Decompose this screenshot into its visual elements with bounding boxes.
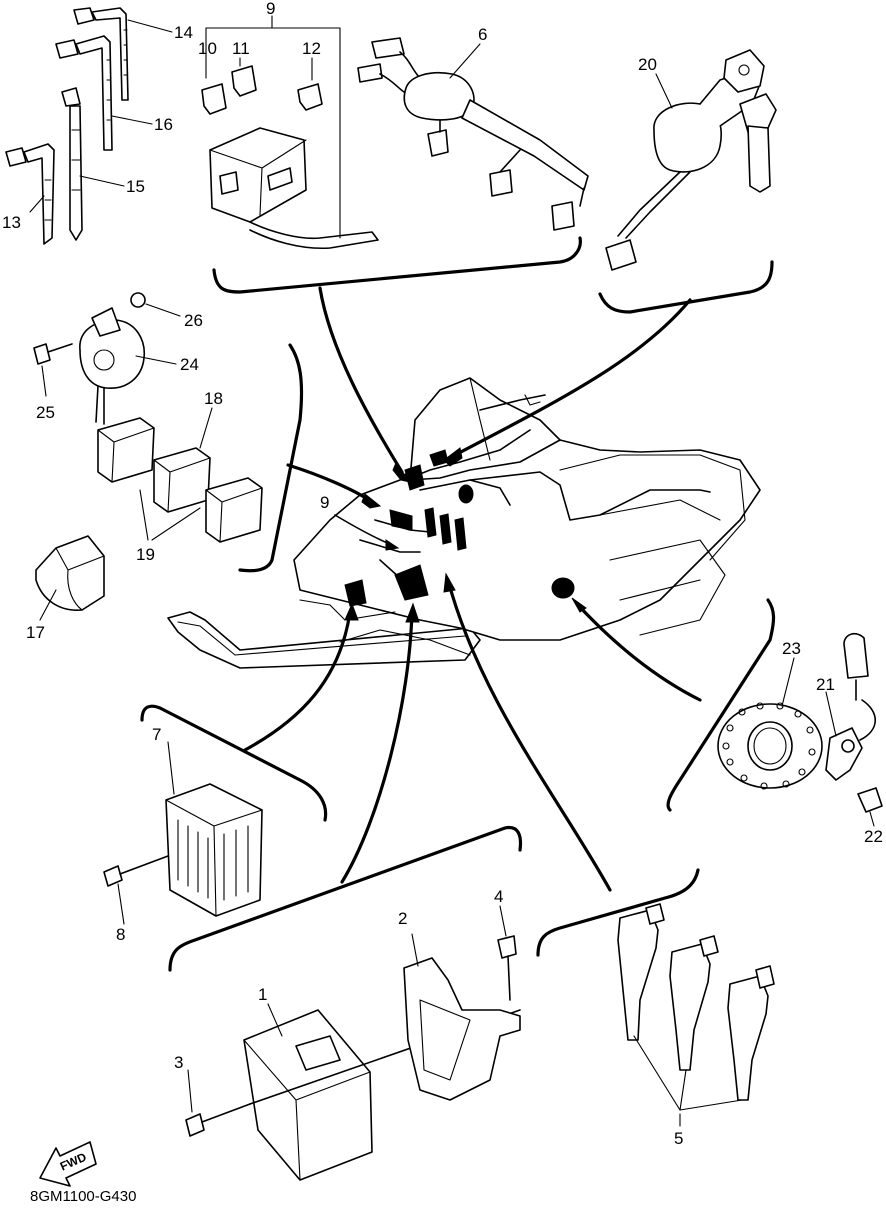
callout-26: 26 bbox=[184, 311, 203, 330]
cdi-unit bbox=[185, 1009, 521, 1181]
ignition-coils bbox=[617, 903, 775, 1111]
callout-leaders bbox=[29, 19, 875, 1127]
callout-15: 15 bbox=[126, 177, 145, 196]
callout-labels: 1 2 3 4 5 6 7 8 9 9 10 11 12 13 14 15 16… bbox=[2, 0, 883, 1148]
callout-24: 24 bbox=[180, 355, 199, 374]
callout-20: 20 bbox=[638, 55, 657, 74]
sensor-relay bbox=[33, 292, 146, 425]
fuse-box bbox=[201, 15, 379, 250]
callout-16: 16 bbox=[154, 115, 173, 134]
sensor-harness bbox=[357, 37, 589, 231]
callout-2: 2 bbox=[398, 909, 407, 928]
callout-14: 14 bbox=[174, 23, 193, 42]
callout-1: 1 bbox=[258, 985, 267, 1004]
callout-25: 25 bbox=[36, 403, 55, 422]
callout-18: 18 bbox=[204, 389, 223, 408]
callout-17: 17 bbox=[26, 623, 45, 642]
callout-8: 8 bbox=[116, 925, 125, 944]
drawing-code: 8GM1100-G430 bbox=[30, 1188, 136, 1205]
cdi-bracket bbox=[403, 935, 521, 1101]
rectifier-regulator bbox=[103, 783, 263, 917]
cable-ties bbox=[5, 7, 129, 245]
callout-10: 10 bbox=[198, 39, 217, 58]
callout-7: 7 bbox=[152, 725, 161, 744]
main-switch bbox=[605, 49, 777, 271]
leader-lines bbox=[243, 286, 702, 892]
fwd-arrow-icon: FWD bbox=[39, 1141, 97, 1187]
relays bbox=[97, 417, 263, 543]
clamp bbox=[35, 535, 105, 611]
callout-21: 21 bbox=[816, 675, 835, 694]
callout-3: 3 bbox=[174, 1053, 183, 1072]
callout-12: 12 bbox=[302, 39, 321, 58]
group-brackets bbox=[140, 236, 776, 972]
callout-9-body: 9 bbox=[320, 493, 329, 512]
callout-4: 4 bbox=[494, 887, 503, 906]
callout-13: 13 bbox=[2, 213, 21, 232]
callout-23: 23 bbox=[782, 639, 801, 658]
callout-19: 19 bbox=[136, 545, 155, 564]
callout-11: 11 bbox=[232, 39, 250, 58]
callout-6: 6 bbox=[478, 25, 487, 44]
callout-9-top: 9 bbox=[266, 0, 275, 18]
callout-5: 5 bbox=[674, 1129, 683, 1148]
speed-sensor bbox=[717, 632, 883, 813]
callout-22: 22 bbox=[864, 827, 883, 846]
